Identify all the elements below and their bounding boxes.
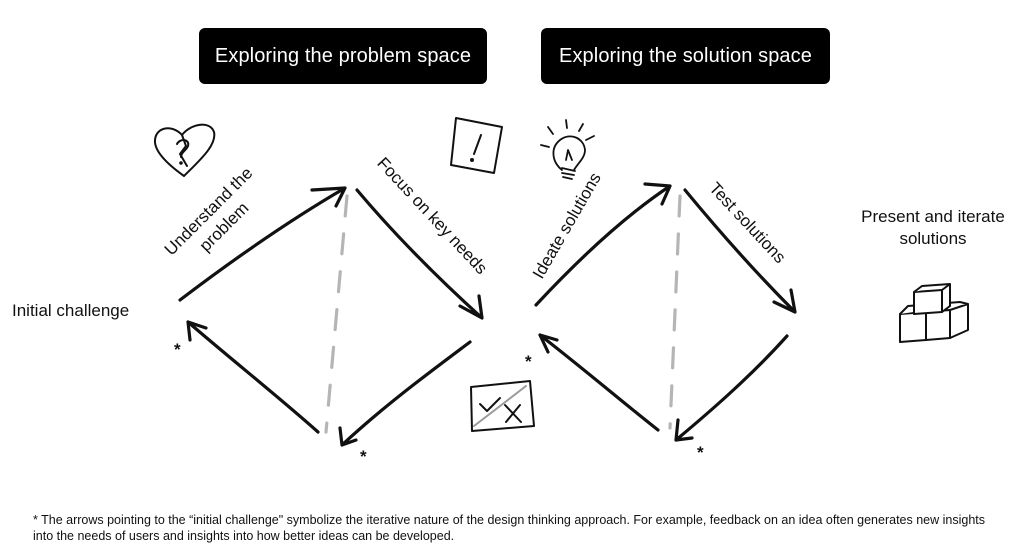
check-cross-card-icon	[470, 380, 535, 432]
present-iterate-line1: Present and iterate	[861, 207, 1005, 226]
arrow-understand	[178, 186, 347, 302]
asterisk-marker: *	[174, 340, 181, 359]
lightbulb-icon	[540, 119, 595, 180]
footnote: * The arrows pointing to the “initial ch…	[33, 513, 986, 543]
initial-challenge-label: Initial challenge	[12, 301, 130, 320]
asterisk-marker: *	[360, 447, 367, 466]
arrow-ideate	[534, 182, 672, 307]
stacked-boxes-icon	[899, 283, 969, 343]
arrow-test	[683, 188, 797, 314]
broken-heart-question-icon	[154, 123, 216, 177]
exclamation-card-icon	[450, 117, 503, 174]
present-iterate-label: Present and iterate solutions	[854, 206, 1012, 250]
arrow-back-to-ideate	[538, 333, 660, 432]
arrow-back-to-test	[674, 334, 789, 442]
dashed-divider-problem	[324, 194, 349, 434]
dashed-divider-solution	[668, 194, 682, 430]
arrow-back-to-focus	[338, 340, 472, 447]
solution-space-header: Exploring the solution space	[541, 28, 830, 84]
arrow-focus	[355, 188, 484, 320]
present-iterate-line2: solutions	[899, 229, 967, 248]
problem-space-header: Exploring the problem space	[199, 28, 487, 84]
asterisk-marker: *	[697, 443, 704, 462]
asterisk-marker: *	[525, 352, 532, 371]
arrow-back-to-initial	[186, 320, 320, 434]
